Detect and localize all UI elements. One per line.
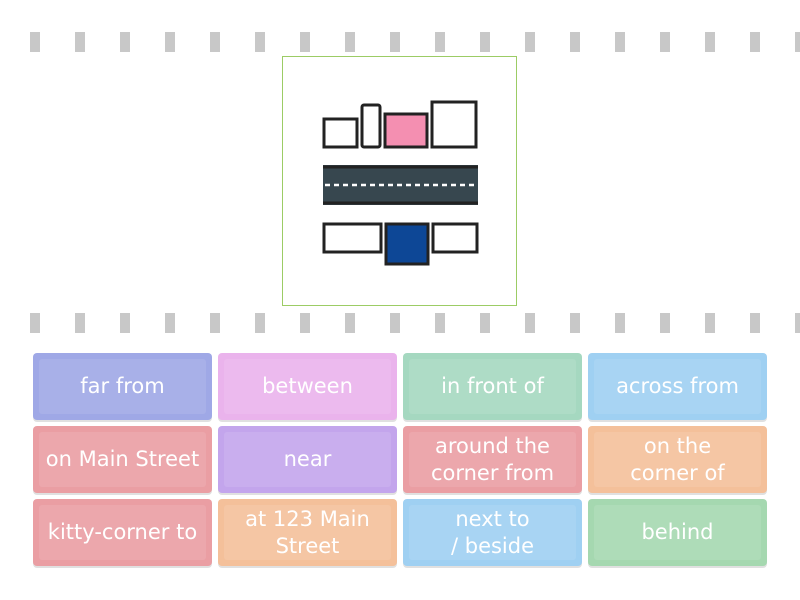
divider-dash [75,32,85,52]
tile-at-123-main-street[interactable]: at 123 Main Street [218,499,397,566]
divider-dash [525,313,535,333]
divider-dash [255,32,265,52]
street-map-picture [322,100,479,266]
divider-dash [705,313,715,333]
divider-dash [165,32,175,52]
dashed-divider-top [0,32,800,52]
divider-dash [705,32,715,52]
tile-label: on Main Street [45,447,200,471]
building-top-highlight [383,112,429,149]
divider-dash [435,313,445,333]
divider-dash [615,313,625,333]
divider-dash [480,313,490,333]
tile-kitty-corner-to[interactable]: kitty-corner to [33,499,212,566]
building-bottom-3 [431,222,479,254]
tile-on-the-corner-of[interactable]: on the corner of [588,426,767,493]
divider-dash [795,313,800,333]
divider-dash [615,32,625,52]
tile-label: across from [616,374,739,398]
tile-label: in front of [441,374,544,398]
building-bottom-target [384,222,430,266]
divider-dash [525,32,535,52]
tile-across-from[interactable]: across from [588,353,767,420]
divider-dash [120,313,130,333]
divider-dash [210,313,220,333]
tile-behind[interactable]: behind [588,499,767,566]
divider-dash [750,313,760,333]
tile-around-the-corner-from[interactable]: around the corner from [403,426,582,493]
answer-tiles: far from between in front of across from… [33,353,768,567]
divider-dash [660,32,670,52]
picture-card [282,56,517,306]
divider-dash [795,32,800,52]
divider-dash [165,313,175,333]
building-top-1 [322,117,359,149]
tile-label: at 123 Main Street [245,506,370,558]
building-top-4 [430,100,478,149]
divider-dash [255,313,265,333]
divider-dash [300,32,310,52]
divider-dash [750,32,760,52]
divider-dash [210,32,220,52]
divider-dash [390,32,400,52]
tile-in-front-of[interactable]: in front of [403,353,582,420]
divider-dash [345,32,355,52]
tile-next-to-beside[interactable]: next to / beside [403,499,582,566]
divider-dash [435,32,445,52]
tile-label: around the corner from [430,433,555,485]
divider-dash [30,32,40,52]
divider-dash [120,32,130,52]
divider-dash [570,32,580,52]
tile-label: near [283,447,332,471]
dashed-divider-bottom [0,313,800,333]
tile-label: kitty-corner to [47,520,198,544]
divider-dash [480,32,490,52]
divider-dash [345,313,355,333]
tile-label: far from [80,374,165,398]
divider-dash [75,313,85,333]
divider-dash [660,313,670,333]
tile-on-main-street[interactable]: on Main Street [33,426,212,493]
tile-between[interactable]: between [218,353,397,420]
divider-dash [570,313,580,333]
tile-label: on the corner of [630,433,725,485]
tile-far-from[interactable]: far from [33,353,212,420]
tile-label: next to / beside [450,506,535,558]
tile-label: between [262,374,353,398]
tile-label: behind [641,520,714,544]
divider-dash [300,313,310,333]
building-top-2 [360,103,382,149]
divider-dash [390,313,400,333]
building-bottom-1 [322,222,383,254]
tile-near[interactable]: near [218,426,397,493]
divider-dash [30,313,40,333]
